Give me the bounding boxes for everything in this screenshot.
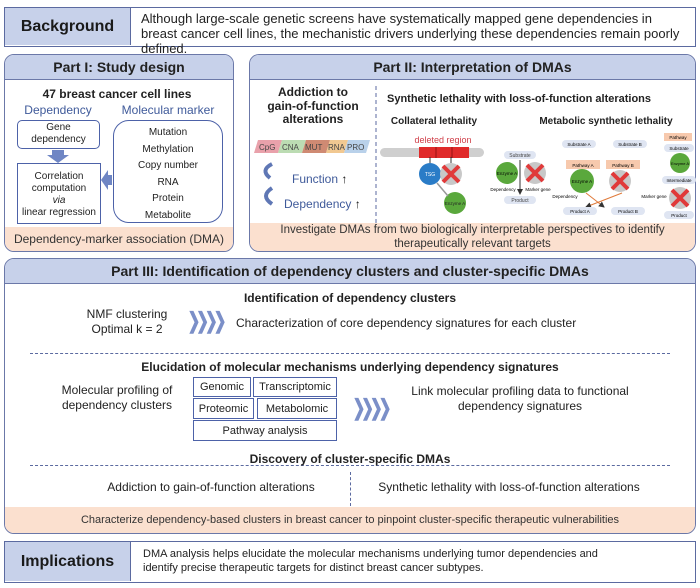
s3-left: Addiction to gain-of-function alteration… xyxy=(107,480,315,494)
section-divider xyxy=(30,353,670,354)
cell-lines-heading: 47 breast cancer cell lines xyxy=(42,87,192,101)
s2-title: Elucidation of molecular mechanisms unde… xyxy=(141,360,559,374)
marker-box: Mutation Methylation Copy number RNA Pro… xyxy=(113,120,223,223)
background-box: Background Although large-scale genetic … xyxy=(4,7,696,56)
background-label: Background xyxy=(5,8,131,45)
s2-text-line2: dependency signatures xyxy=(457,399,583,413)
part1-title: Part I: Study design xyxy=(5,55,233,80)
part2-panel: Part II: Interpretation of DMAs Investig… xyxy=(249,54,696,252)
dependency-label: Dependency ↑ xyxy=(284,197,361,211)
nmf-line1: NMF clustering xyxy=(86,307,168,321)
part1-footer: Dependency-marker association (DMA) xyxy=(5,227,233,251)
marker-methylation: Methylation xyxy=(142,143,194,155)
marker-mutation: Mutation xyxy=(148,127,188,138)
gene-dependency-box: Gene dependency xyxy=(17,120,100,149)
up-arrow-icon: ↑ xyxy=(354,197,361,211)
part3-footer: Characterize dependency-based clusters i… xyxy=(5,507,695,533)
correlation-line4: linear regression xyxy=(22,207,96,218)
part2-footer-line2: therapeutically relevant targets xyxy=(394,238,551,250)
function-label: Function ↑ xyxy=(292,172,347,186)
s1-text: Characterization of core dependency sign… xyxy=(236,316,577,330)
genomic-box: Genomic xyxy=(193,377,251,397)
s3-right: Synthetic lethality with loss-of-functio… xyxy=(378,480,640,494)
s3-divider xyxy=(350,472,351,506)
addiction-title-line3: alterations xyxy=(282,112,344,126)
background-text: Although large-scale genetic screens hav… xyxy=(141,11,680,56)
collateral-title: Collateral lethality xyxy=(390,116,478,127)
marker-header: Molecular marker xyxy=(121,103,215,117)
marker-rna: RNA xyxy=(157,176,179,188)
sl-title: Synthetic lethality with loss-of-functio… xyxy=(387,93,652,105)
gene-dependency-text: Gene dependency xyxy=(31,122,86,145)
addiction-title-line1: Addiction to xyxy=(278,85,348,99)
profiling-line2: dependency clusters xyxy=(61,398,173,412)
implications-label: Implications xyxy=(5,542,131,581)
correlation-line3: via xyxy=(52,195,66,206)
addiction-title: Addiction to gain-of-function alteration… xyxy=(267,85,359,127)
profiling-text: Molecular profiling of dependency cluste… xyxy=(62,383,173,413)
part2-footer-line1: Investigate DMAs from two biologically i… xyxy=(280,224,665,236)
marker-copy-number: Copy number xyxy=(137,160,199,171)
chevrons-icon: ❯❯❯❯ xyxy=(352,395,391,420)
part2-title: Part II: Interpretation of DMAs xyxy=(250,55,695,80)
nmf-text: NMF clustering Optimal k = 2 xyxy=(87,307,168,337)
addiction-title-line2: gain-of-function xyxy=(267,98,359,113)
marker-metabolite: Metabolite xyxy=(144,209,192,221)
marker-protein: Protein xyxy=(152,193,184,204)
correlation-box: Correlation computation via linear regre… xyxy=(17,163,101,224)
pathway-analysis-box: Pathway analysis xyxy=(193,420,337,441)
part3-title: Part III: Identification of dependency c… xyxy=(5,259,695,284)
dependency-text: Dependency xyxy=(284,197,352,211)
s2-text: Link molecular profiling data to functio… xyxy=(411,384,628,414)
profiling-line1: Molecular profiling of xyxy=(61,383,173,397)
section-divider xyxy=(30,465,670,466)
metabolomic-box: Metabolomic xyxy=(257,398,337,419)
proteomic-box: Proteomic xyxy=(193,398,254,419)
up-arrow-icon: ↑ xyxy=(341,172,348,186)
correlation-line2: computation xyxy=(31,183,87,194)
function-text: Function xyxy=(292,172,339,186)
chevrons-icon: ❯❯❯❯ xyxy=(187,308,226,333)
dependency-header: Dependency xyxy=(24,103,92,117)
metabolic-title: Metabolic synthetic lethality xyxy=(539,116,673,127)
correlation-line1: Correlation xyxy=(34,171,84,182)
deleted-region-label: deleted region xyxy=(414,135,472,145)
s2-text-line1: Link molecular profiling data to functio… xyxy=(411,384,629,398)
implications-text: DMA analysis helps elucidate the molecul… xyxy=(143,548,598,574)
part2-footer: Investigate DMAs from two biologically i… xyxy=(250,223,695,251)
s3-title: Discovery of cluster-specific DMAs xyxy=(249,452,451,466)
implications-box: Implications DMA analysis helps elucidat… xyxy=(4,541,696,583)
nmf-line2: Optimal k = 2 xyxy=(91,322,163,336)
s1-title: Identification of dependency clusters xyxy=(243,291,457,305)
transcriptomic-box: Transcriptomic xyxy=(253,377,337,397)
